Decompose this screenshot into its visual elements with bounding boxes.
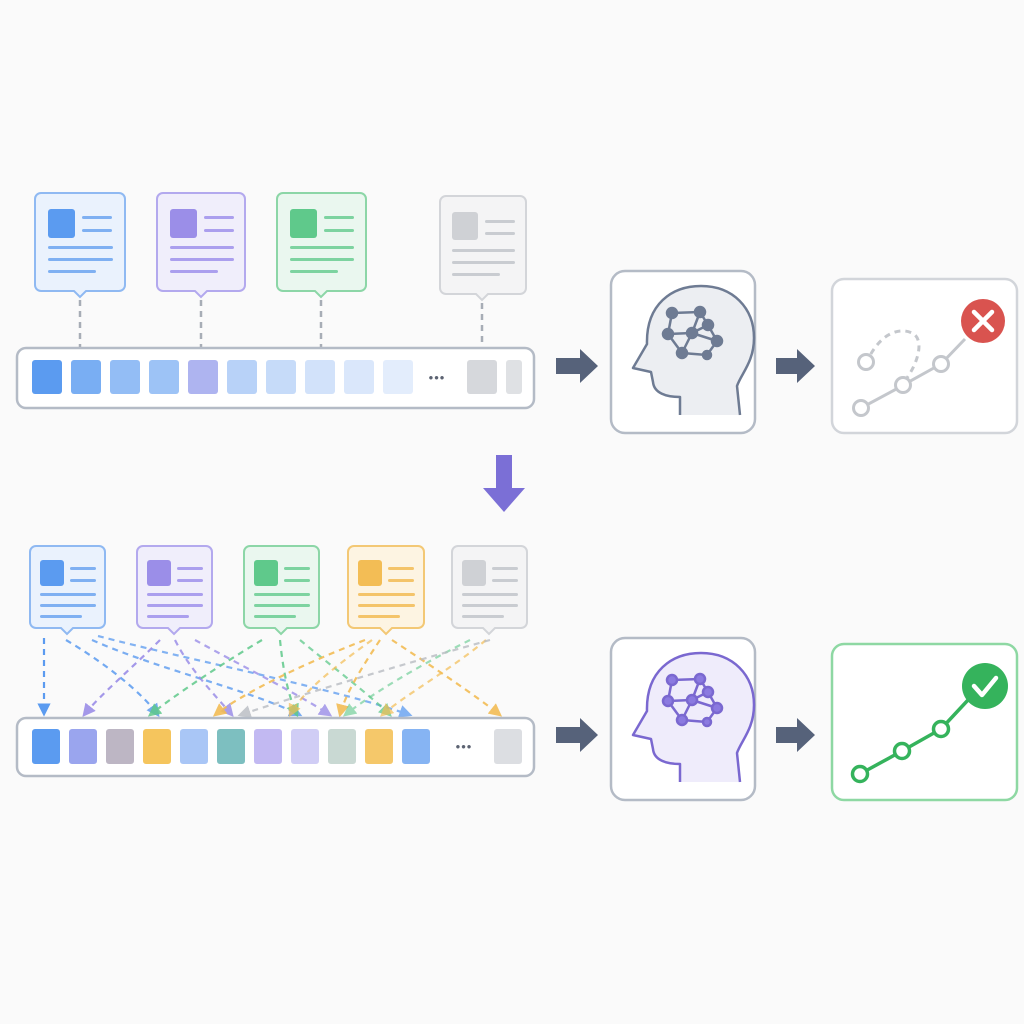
cross-icon bbox=[961, 299, 1005, 343]
top-connectors bbox=[78, 300, 484, 347]
bottom-document-gray bbox=[451, 545, 528, 636]
document-icon bbox=[40, 560, 64, 586]
bottom-ellipsis: ••• bbox=[456, 739, 473, 754]
bottom-document-purple bbox=[136, 545, 213, 636]
top-document-purple bbox=[156, 192, 246, 299]
top-document-blue bbox=[34, 192, 126, 299]
top-arrow-to-model bbox=[556, 349, 598, 383]
broken-trajectory-icon bbox=[852, 329, 967, 417]
bottom-document-green bbox=[243, 545, 320, 636]
document-icon bbox=[462, 560, 486, 586]
bottom-arrow-to-model bbox=[556, 718, 598, 752]
top-document-green bbox=[276, 192, 367, 299]
check-icon bbox=[962, 663, 1008, 709]
brain-network-icon bbox=[631, 651, 756, 783]
top-arrow-to-result bbox=[776, 349, 815, 383]
document-icon bbox=[147, 560, 171, 586]
bottom-result-card bbox=[830, 642, 1019, 802]
document-icon bbox=[290, 209, 317, 238]
top-result-card bbox=[830, 277, 1019, 435]
brain-network-icon bbox=[631, 284, 756, 416]
interleave-arrows bbox=[37, 634, 503, 718]
transition-down-arrow bbox=[483, 455, 525, 512]
rising-trajectory-icon bbox=[850, 698, 970, 784]
top-model-card bbox=[609, 269, 757, 435]
bottom-document-blue bbox=[29, 545, 106, 636]
document-icon bbox=[254, 560, 278, 586]
bottom-document-orange bbox=[347, 545, 425, 636]
document-icon bbox=[358, 560, 382, 586]
top-context-slots: ••• bbox=[32, 360, 522, 394]
document-icon bbox=[170, 209, 197, 238]
top-ellipsis: ••• bbox=[429, 370, 446, 385]
document-icon bbox=[48, 209, 75, 238]
bottom-row: ••• bbox=[15, 545, 1019, 802]
bottom-model-card bbox=[609, 636, 757, 802]
top-document-gray bbox=[439, 195, 527, 302]
top-row: ••• bbox=[15, 192, 1019, 435]
bottom-arrow-to-result bbox=[776, 718, 815, 752]
bottom-context-slots: ••• bbox=[32, 729, 522, 764]
document-icon bbox=[452, 212, 478, 240]
